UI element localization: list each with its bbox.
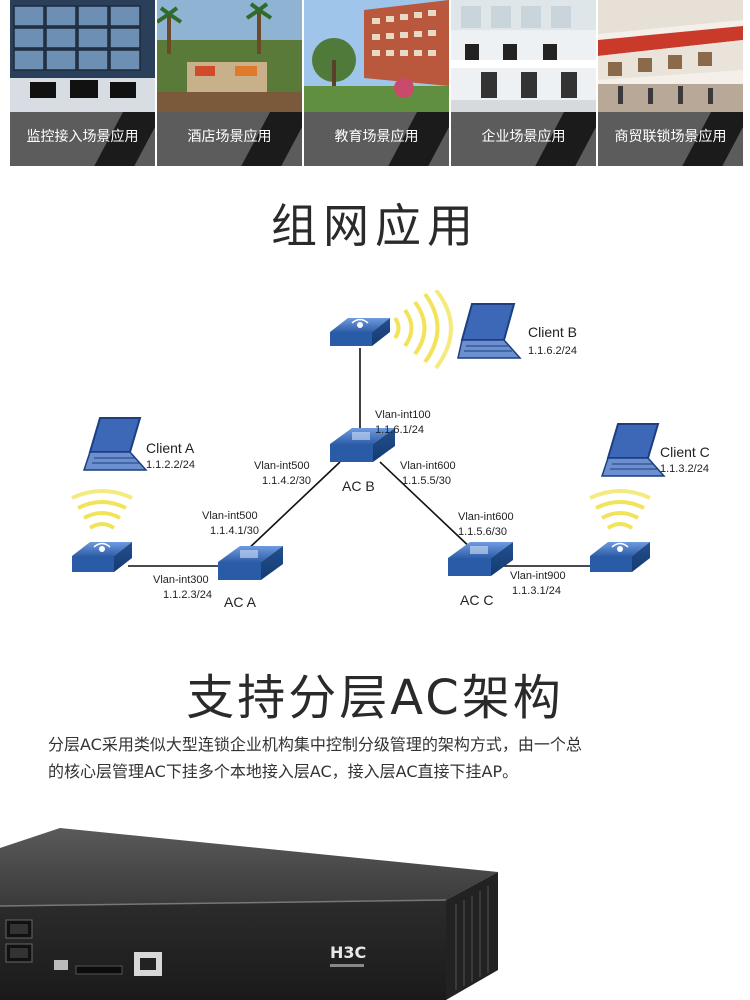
laptop-a-icon (82, 417, 148, 471)
scenario-bar (304, 112, 449, 166)
access-point-c-icon (590, 542, 650, 572)
description-line: 分层AC采用类似大型连锁企业机构集中控制分级管理的架构方式，由一个总 (48, 735, 582, 754)
device-brand-logo: H3C (330, 943, 366, 962)
sfp-ports (5, 919, 33, 963)
hotel-photo (157, 0, 302, 112)
scenario-card-office[interactable]: 企业场景应用 (451, 0, 596, 166)
access-point-b-icon (330, 318, 390, 346)
access-point-a-icon (72, 542, 132, 572)
client-b-ip: 1.1.6.2/24 (528, 345, 577, 357)
acb-right-ip: 1.1.5.5/30 (402, 475, 451, 487)
architecture-description: 分层AC采用类似大型连锁企业机构集中控制分级管理的架构方式，由一个总 的核心层管… (48, 731, 708, 785)
network-diagram: Client B 1.1.6.2/24 Client A 1.1.2.2/24 … (71, 290, 710, 610)
ac-a-name: AC A (224, 594, 257, 610)
education-photo (304, 0, 449, 112)
client-b-name: Client B (528, 324, 577, 340)
network-section-title: 组网应用 (271, 199, 479, 253)
usb-port (54, 960, 68, 970)
network-links (128, 348, 590, 567)
wifi-signal-a (71, 489, 133, 530)
scenario-label: 监控接入场景应用 (26, 129, 139, 145)
link-acb-aca (244, 461, 341, 553)
scenario-label: 教育场景应用 (334, 129, 419, 145)
scenario-card-education[interactable]: 教育场景应用 (304, 0, 449, 166)
aca-up-ip: 1.1.4.1/30 (210, 525, 259, 537)
ac-b-icon (330, 428, 395, 462)
scenario-label: 酒店场景应用 (187, 129, 272, 145)
wifi-signal-c (589, 489, 651, 530)
aca-up-vlan: Vlan-int500 (202, 510, 258, 522)
scenario-bar (157, 112, 302, 166)
acc-right-ip: 1.1.3.1/24 (512, 585, 561, 597)
acb-left-ip: 1.1.4.2/30 (262, 475, 311, 487)
aca-left-ip: 1.1.2.3/24 (163, 589, 212, 601)
acc-up-vlan: Vlan-int600 (458, 511, 514, 523)
console-port (134, 952, 162, 976)
scenario-strip: 监控接入场景应用 酒店场景应用 (0, 0, 750, 166)
ac-a-icon (218, 546, 283, 580)
acb-right-vlan: Vlan-int600 (400, 460, 456, 472)
ac-c-name: AC C (460, 592, 493, 608)
office-photo (451, 0, 596, 112)
scenario-bar (10, 112, 155, 166)
client-a-name: Client A (146, 440, 195, 456)
scenario-card-monitoring[interactable]: 监控接入场景应用 (10, 0, 155, 166)
mall-photo (598, 0, 743, 112)
scenario-label: 企业场景应用 (481, 129, 566, 145)
monitoring-photo (10, 0, 155, 112)
link-acb-acc (379, 461, 476, 553)
client-c-ip: 1.1.3.2/24 (660, 463, 709, 475)
architecture-section-title: 支持分层AC架构 (186, 670, 564, 726)
client-a-ip: 1.1.2.2/24 (146, 459, 195, 471)
description-line: 的核心层管理AC下挂多个本地接入层AC，接入层AC直接下挂AP。 (48, 762, 519, 781)
laptop-b-icon (457, 303, 522, 359)
acc-up-ip: 1.1.5.6/30 (458, 526, 507, 538)
ac-c-icon (448, 542, 513, 576)
ac-b-name: AC B (342, 478, 375, 494)
scenario-bar (451, 112, 596, 166)
acc-right-vlan: Vlan-int900 (510, 570, 566, 582)
acb-up-ip: 1.1.6.1/24 (375, 424, 424, 436)
scenario-card-hotel[interactable]: 酒店场景应用 (157, 0, 302, 166)
ac-device-photo: H3C (0, 828, 498, 1000)
scenario-label: 商贸联锁场景应用 (614, 129, 727, 145)
laptop-c-icon (600, 423, 666, 477)
card-slot (75, 965, 123, 975)
acb-left-vlan: Vlan-int500 (254, 460, 310, 472)
client-c-name: Client C (660, 444, 710, 460)
scenario-card-mall[interactable]: 商贸联锁场景应用 (598, 0, 743, 166)
wifi-signal-b (393, 290, 453, 370)
aca-left-vlan: Vlan-int300 (153, 574, 209, 586)
acb-up-vlan: Vlan-int100 (375, 409, 431, 421)
scenario-bar (598, 112, 743, 166)
